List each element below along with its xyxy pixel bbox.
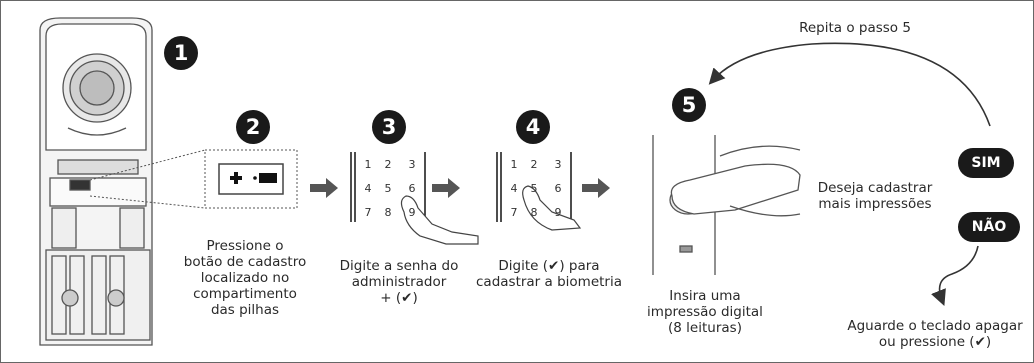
keypad-key: 7	[510, 206, 518, 219]
keypad-key: 4	[364, 182, 372, 195]
zoom-callout-lines	[89, 149, 298, 209]
keypad-key: 2	[530, 158, 538, 171]
step-2-badge: 2	[236, 110, 270, 144]
no-badge: NÃO	[958, 212, 1020, 242]
keypad-key: 6	[408, 182, 416, 195]
keypad-key: 3	[408, 158, 416, 171]
keypad-key: 4	[510, 182, 518, 195]
keypad-key: 1	[364, 158, 372, 171]
keypad-step-3: 1 2 3 4 5 6 7 8 9	[356, 152, 434, 228]
step-5-badge: 5	[672, 88, 706, 122]
keypad-step-4: 1 2 3 4 5 6 7 8 9	[502, 152, 580, 228]
step-arrows	[310, 178, 610, 198]
keypad-key: 5	[384, 182, 392, 195]
arrow-right-icon	[432, 178, 460, 198]
keypad-key: 6	[554, 182, 562, 195]
step-4-caption: Digite (✔) para cadastrar a biometria	[476, 258, 622, 290]
arrow-right-icon	[582, 178, 610, 198]
step-1-badge: 1	[164, 36, 198, 70]
keypad-key: 9	[408, 206, 416, 219]
lock-device-illustration	[39, 17, 153, 346]
step-2-caption: Pressione o botão de cadastro localizado…	[183, 238, 307, 318]
finger-press-illustration	[400, 185, 582, 245]
repeat-label: Repita o passo 5	[799, 20, 911, 36]
keypad-key: 9	[554, 206, 562, 219]
step-3-caption: Digite a senha do administrador + (✔)	[339, 258, 459, 306]
keypad-frames	[350, 152, 572, 222]
keypad-key: 5	[530, 182, 538, 195]
keypad-key: 8	[530, 206, 538, 219]
final-caption: Aguarde o teclado apagar ou pressione (✔…	[847, 318, 1023, 350]
keypad-key: 2	[384, 158, 392, 171]
step-4-badge: 4	[516, 110, 550, 144]
question-text: Deseja cadastrar mais impressões	[817, 180, 933, 212]
step-3-badge: 3	[372, 110, 406, 144]
keypad-key: 8	[384, 206, 392, 219]
step-5-caption: Insira uma impressão digital (8 leituras…	[647, 288, 763, 336]
register-button-closeup	[218, 163, 284, 195]
keypad-key: 1	[510, 158, 518, 171]
repeat-arrow	[708, 42, 991, 127]
keypad-key: 3	[554, 158, 562, 171]
arrow-right-icon	[310, 178, 338, 198]
no-arrow	[931, 245, 979, 306]
yes-badge: SIM	[958, 148, 1014, 178]
fingerprint-sensor-illustration	[652, 135, 801, 275]
keypad-key: 7	[364, 206, 372, 219]
